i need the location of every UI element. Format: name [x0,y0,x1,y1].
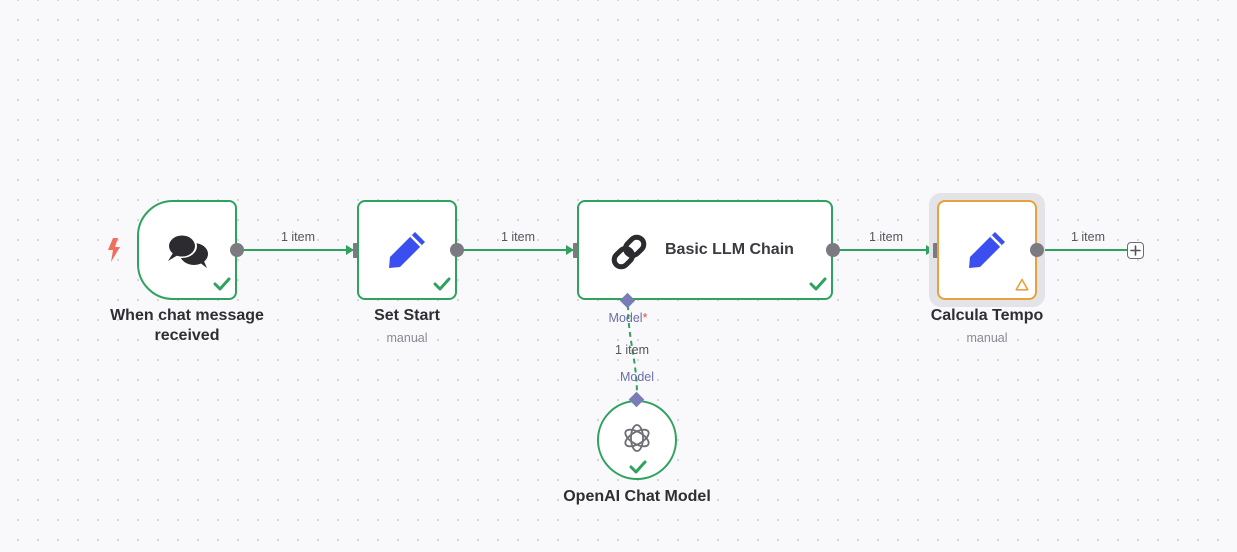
trigger-bolt-icon [108,238,120,262]
node-calcula-tempo[interactable] [937,200,1037,300]
check-icon [433,277,451,291]
check-icon [809,277,827,291]
warning-triangle-icon [1015,278,1029,291]
plus-icon [1130,245,1141,256]
output-handle[interactable] [450,243,464,257]
node-title: Basic LLM Chain [665,241,794,258]
edge-item-count: 1 item [614,343,650,357]
node-basic-llm-chain[interactable]: Basic LLM Chain [577,200,833,300]
node-label: Set Start [374,307,440,324]
chat-bubbles-icon [165,232,211,270]
output-handle[interactable] [230,243,244,257]
edge-item-count: 1 item [868,230,904,244]
pencil-icon [385,228,429,272]
edge-item-count: 1 item [500,230,536,244]
node-subtitle: manual [386,331,428,345]
node-label: OpenAI Chat Model [563,488,711,505]
model-port-label: Model* [608,311,648,325]
node-subtitle: manual [966,331,1008,345]
output-handle[interactable] [826,243,840,257]
node-openai-chat-model[interactable] [597,400,677,480]
model-port-label: Model [619,370,655,384]
node-set-start[interactable] [357,200,457,300]
add-node-button[interactable] [1127,242,1144,259]
node-label: Calcula Tempo [930,307,1044,324]
link-icon [607,230,651,274]
edge-item-count: 1 item [280,230,316,244]
pencil-icon [965,228,1009,272]
node-label: When chat message received [110,307,264,344]
check-icon [629,460,647,474]
node-chat-trigger[interactable] [137,200,237,300]
check-icon [213,277,231,291]
edge-item-count: 1 item [1070,230,1106,244]
output-handle[interactable] [1030,243,1044,257]
openai-icon [624,424,650,452]
